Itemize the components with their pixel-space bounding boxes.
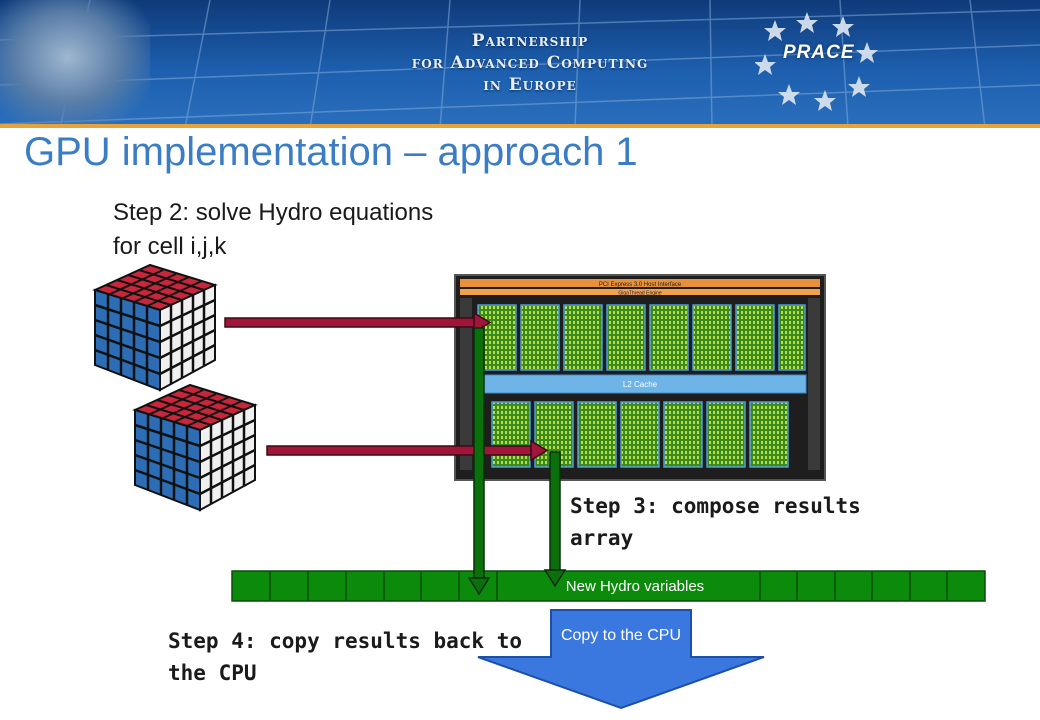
cube-icon: [132, 383, 258, 512]
prace-logo-text: PRACE: [783, 42, 855, 63]
step-3-text: Step 3: compose results array: [570, 494, 861, 550]
banner-title: Partnership for Advanced Computing in Eu…: [370, 30, 690, 96]
banner-line-2: for Advanced Computing: [411, 53, 649, 73]
banner-stripe: [0, 124, 1040, 128]
green-arrow: [543, 451, 567, 588]
step-4-text: Step 4: copy results back to the CPU: [168, 629, 523, 685]
copy-to-cpu-arrow: [477, 609, 765, 710]
cube-icon: [92, 263, 218, 392]
banner-line-3: in Europe: [483, 75, 577, 95]
header-banner: Partnership for Advanced Computing in Eu…: [0, 0, 1040, 128]
slide-title: GPU implementation – approach 1: [24, 130, 638, 174]
copy-arrow-label: Copy to the CPU: [560, 627, 682, 644]
l2-cache-label: L2 Cache: [623, 380, 658, 389]
result-array: [231, 570, 986, 602]
banner-line-1: Partnership: [471, 31, 589, 51]
array-label: New Hydro variables: [565, 578, 705, 595]
engine-label: GigaThread Engine: [618, 291, 662, 297]
red-arrow: [224, 311, 492, 334]
green-arrow: [467, 327, 491, 596]
step-2-text: Step 2: solve Hydro equations for cell i…: [113, 199, 434, 260]
host-interface-label: PCI Express 3.0 Host Interface: [599, 282, 682, 288]
banner-photo: [0, 0, 150, 128]
red-arrow: [266, 439, 549, 462]
prace-stars-logo: [755, 12, 878, 111]
solar-panels-background: [0, 0, 1040, 128]
